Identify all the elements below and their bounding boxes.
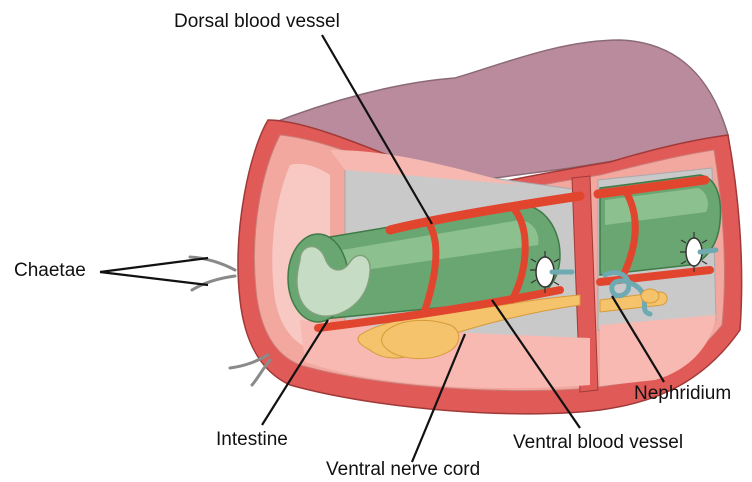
label-intestine: Intestine xyxy=(216,429,288,451)
nephridium-bladder xyxy=(641,289,659,303)
label-ventral-blood-vessel: Ventral blood vessel xyxy=(513,432,683,454)
label-ventral-nerve-cord: Ventral nerve cord xyxy=(326,459,480,481)
leader-chaetae-1 xyxy=(100,258,208,272)
label-chaetae: Chaetae xyxy=(14,260,86,282)
label-dorsal-blood-vessel: Dorsal blood vessel xyxy=(174,11,340,33)
chaetae-upper xyxy=(190,257,235,290)
coelom-floor-back xyxy=(600,315,716,386)
leader-chaetae-2 xyxy=(100,272,208,285)
nerve-cord-ganglion xyxy=(382,320,459,358)
label-nephridium: Nephridium xyxy=(634,383,731,405)
